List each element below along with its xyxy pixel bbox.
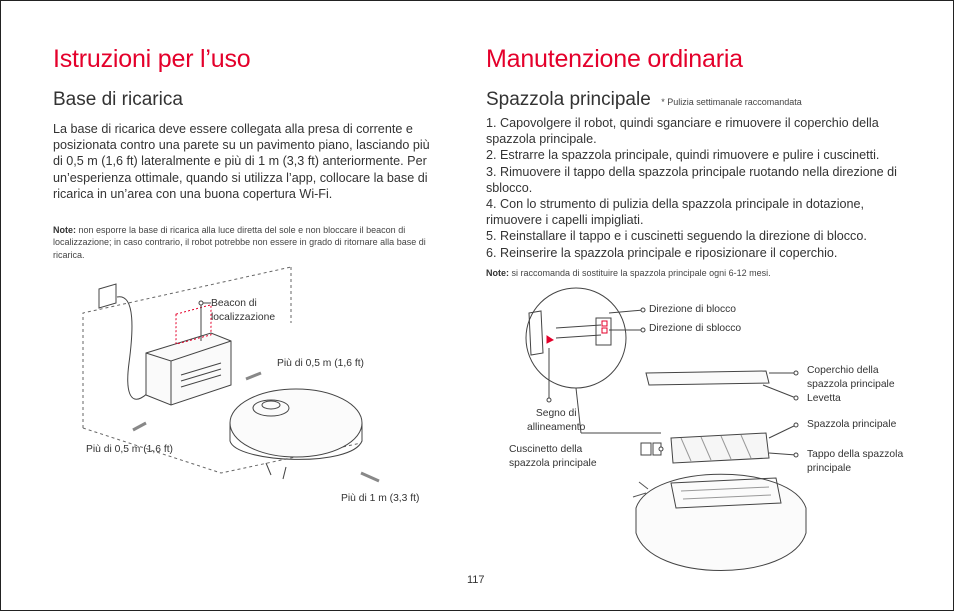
- right-page-title: Manutenzione ordinaria: [486, 45, 743, 73]
- brush-bearing-label: Cuscinetto della spazzola principale: [509, 444, 597, 469]
- page-number: 117: [467, 574, 485, 586]
- charging-base-illustration: [82, 266, 380, 483]
- step-3: 3. Rimuovere il tappo della spazzola pri…: [486, 164, 897, 195]
- cleaning-frequency-note: * Pulizia settimanale raccomandata: [661, 97, 802, 107]
- left-note: Note: non esporre la base di ricarica al…: [53, 224, 433, 261]
- main-brush-label: Spazzola principale: [807, 419, 897, 430]
- brush-cover-label: Coperchio della spazzola principale: [807, 365, 895, 390]
- lock-direction-label: Direzione di blocco: [649, 304, 736, 315]
- distance-left-label: Più di 0,5 m (1,6 ft): [86, 444, 173, 455]
- maintenance-steps: 1. Capovolgere il robot, quindi sganciar…: [486, 115, 918, 261]
- right-section-subtitle: Spazzola principale: [486, 89, 651, 110]
- step-2: 2. Estrarre la spazzola principale, quin…: [486, 148, 880, 163]
- right-note-text: si raccomanda di sostituire la spazzola …: [509, 268, 771, 278]
- brush-cap-label: Tappo della spazzola principale: [807, 449, 904, 474]
- left-note-text: non esporre la base di ricarica alla luc…: [53, 225, 426, 260]
- unlock-direction-label: Direzione di sblocco: [649, 323, 742, 334]
- main-brush-illustration: [525, 287, 807, 571]
- charging-base-instructions: La base di ricarica deve essere collegat…: [53, 122, 430, 201]
- step-1: 1. Capovolgere il robot, quindi sganciar…: [486, 116, 879, 147]
- left-note-label: Note:: [53, 225, 76, 235]
- alignment-mark-label: Segno di allineamento: [527, 408, 586, 433]
- left-section-subtitle: Base di ricarica: [53, 89, 183, 110]
- right-note-label: Note:: [486, 268, 509, 278]
- beacon-label: Beacon di localizzazione: [211, 298, 276, 323]
- left-page-title: Istruzioni per l’uso: [53, 45, 251, 73]
- step-5: 5. Reinstallare il tappo e i cuscinetti …: [486, 229, 867, 244]
- lever-label: Levetta: [807, 393, 841, 404]
- step-6: 6. Reinserire la spazzola principale e r…: [486, 245, 838, 260]
- distance-right-label: Più di 0,5 m (1,6 ft): [277, 358, 364, 369]
- right-note: Note: si raccomanda di sostituire la spa…: [486, 267, 918, 279]
- distance-front-label: Più di 1 m (3,3 ft): [341, 493, 420, 504]
- right-section-header: Spazzola principale * Pulizia settimanal…: [486, 89, 802, 111]
- step-4: 4. Con lo strumento di pulizia della spa…: [486, 197, 865, 228]
